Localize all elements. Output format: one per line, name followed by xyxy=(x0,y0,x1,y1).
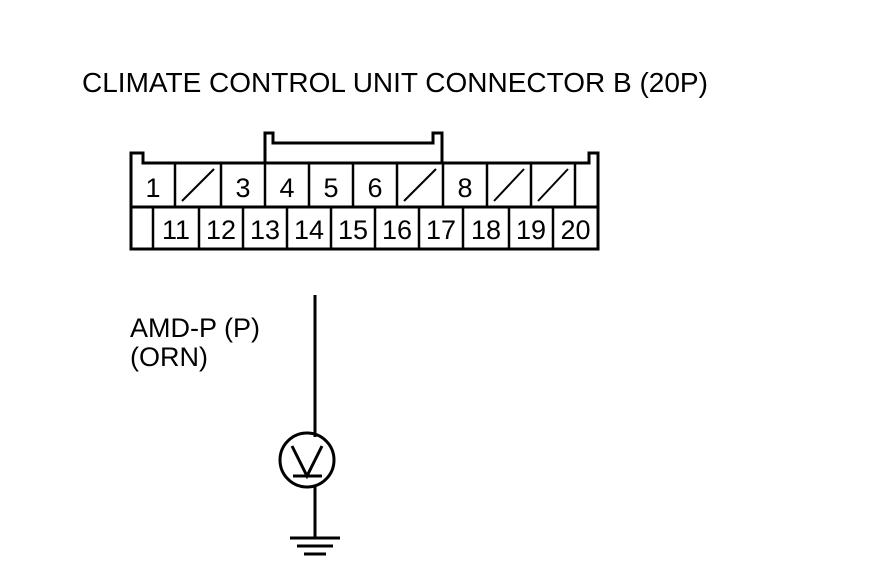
pin-number: 5 xyxy=(323,173,338,203)
pin-number: 20 xyxy=(560,215,590,245)
pin-number: 12 xyxy=(206,215,236,245)
unused-cavity-slash xyxy=(403,168,437,202)
pin-number: 15 xyxy=(338,215,368,245)
ground-icon xyxy=(290,536,340,556)
bottom-row-cell-11: 11 xyxy=(151,207,190,249)
top-row-cell-3: 3 xyxy=(219,163,251,207)
pin-number: 16 xyxy=(382,215,412,245)
unused-cavity-slash xyxy=(181,168,215,202)
bottom-row-cell-12: 12 xyxy=(197,207,236,249)
voltmeter-icon xyxy=(278,431,336,489)
connector-bottom-row: 11 12 13 14 15 16 17 18 19 20 xyxy=(151,207,591,249)
top-row-cell-8: 8 xyxy=(441,163,473,207)
pin-number: 3 xyxy=(235,173,250,203)
pin-number: 11 xyxy=(162,215,190,245)
pin-number: 1 xyxy=(145,173,160,203)
pin-number: 17 xyxy=(426,215,456,245)
pin-number: 6 xyxy=(367,173,382,203)
top-row-cell-5: 5 xyxy=(307,163,339,207)
wire-signal-label: AMD-P (P) xyxy=(130,313,260,343)
top-row-cell-unused xyxy=(529,163,569,207)
bottom-row-cell-18: 18 xyxy=(461,207,501,249)
wire-color-label: (ORN) xyxy=(130,342,208,372)
bottom-row-cell-16: 16 xyxy=(373,207,412,249)
pin-number: 19 xyxy=(516,215,546,245)
top-row-cell-unused xyxy=(485,163,525,207)
top-row-cell-unused xyxy=(395,163,437,207)
bottom-row-cell-14: 14 xyxy=(285,207,324,249)
bottom-row-cell-17: 17 xyxy=(417,207,456,249)
pin-number: 4 xyxy=(279,173,294,203)
diagram-title: CLIMATE CONTROL UNIT CONNECTOR B (20P) xyxy=(82,67,708,98)
unused-cavity-slash xyxy=(493,168,525,202)
bottom-row-cell-20: 20 xyxy=(551,207,591,249)
pin-number: 13 xyxy=(250,215,280,245)
bottom-row-cell-19: 19 xyxy=(507,207,546,249)
bottom-row-cell-15: 15 xyxy=(329,207,368,249)
connector-housing xyxy=(129,131,600,251)
top-row-cell-4: 4 xyxy=(263,163,295,207)
bottom-row-cell-13: 13 xyxy=(241,207,280,249)
top-row-cell-unused xyxy=(173,163,215,207)
unused-cavity-slash xyxy=(537,168,569,202)
pin-number: 18 xyxy=(471,215,501,245)
top-row-cell-6: 6 xyxy=(351,163,383,207)
top-row-cell-1: 1 xyxy=(145,173,160,203)
pin-number: 14 xyxy=(294,215,324,245)
pin-number: 8 xyxy=(457,173,472,203)
